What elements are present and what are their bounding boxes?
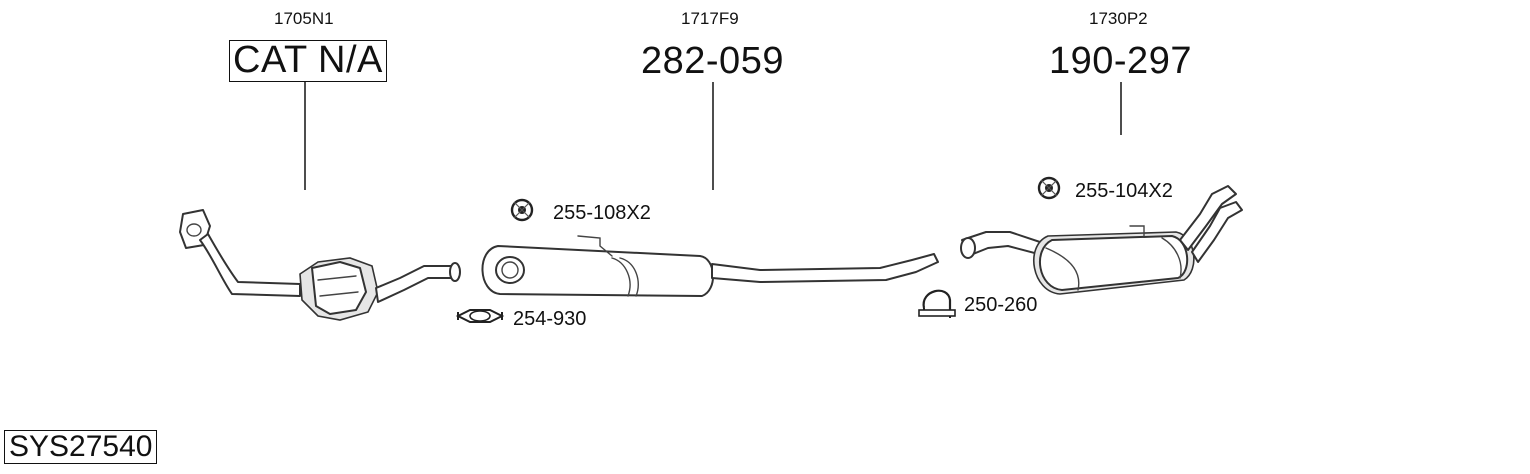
catalyst-part-number[interactable]: CAT N/A — [229, 40, 387, 82]
accessory-label-flange-clamp[interactable]: 254-930 — [513, 308, 587, 330]
middle-silencer-ref-code: 1717F9 — [681, 9, 739, 28]
flange-clamp-icon — [455, 309, 505, 323]
catalyst-ref-code: 1705N1 — [274, 9, 334, 28]
rubber-hanger-icon — [510, 198, 534, 222]
rear-silencer-drawing — [960, 185, 1243, 295]
middle-silencer-drawing — [481, 235, 939, 297]
middle-silencer-part-number[interactable]: 282-059 — [641, 40, 784, 82]
catalytic-converter-drawing — [179, 209, 461, 321]
accessory-label-hanger-rear[interactable]: 255-104X2 — [1075, 180, 1173, 202]
accessory-label-hanger-front[interactable]: 255-108X2 — [553, 202, 651, 224]
u-bolt-clamp-icon — [918, 289, 956, 318]
rear-silencer-ref-code: 1730P2 — [1089, 9, 1148, 28]
rubber-hanger-icon — [1037, 176, 1061, 200]
system-code: SYS27540 — [4, 430, 158, 464]
rear-silencer-part-number[interactable]: 190-297 — [1049, 40, 1192, 82]
accessory-label-u-bolt-clamp[interactable]: 250-260 — [964, 294, 1038, 316]
